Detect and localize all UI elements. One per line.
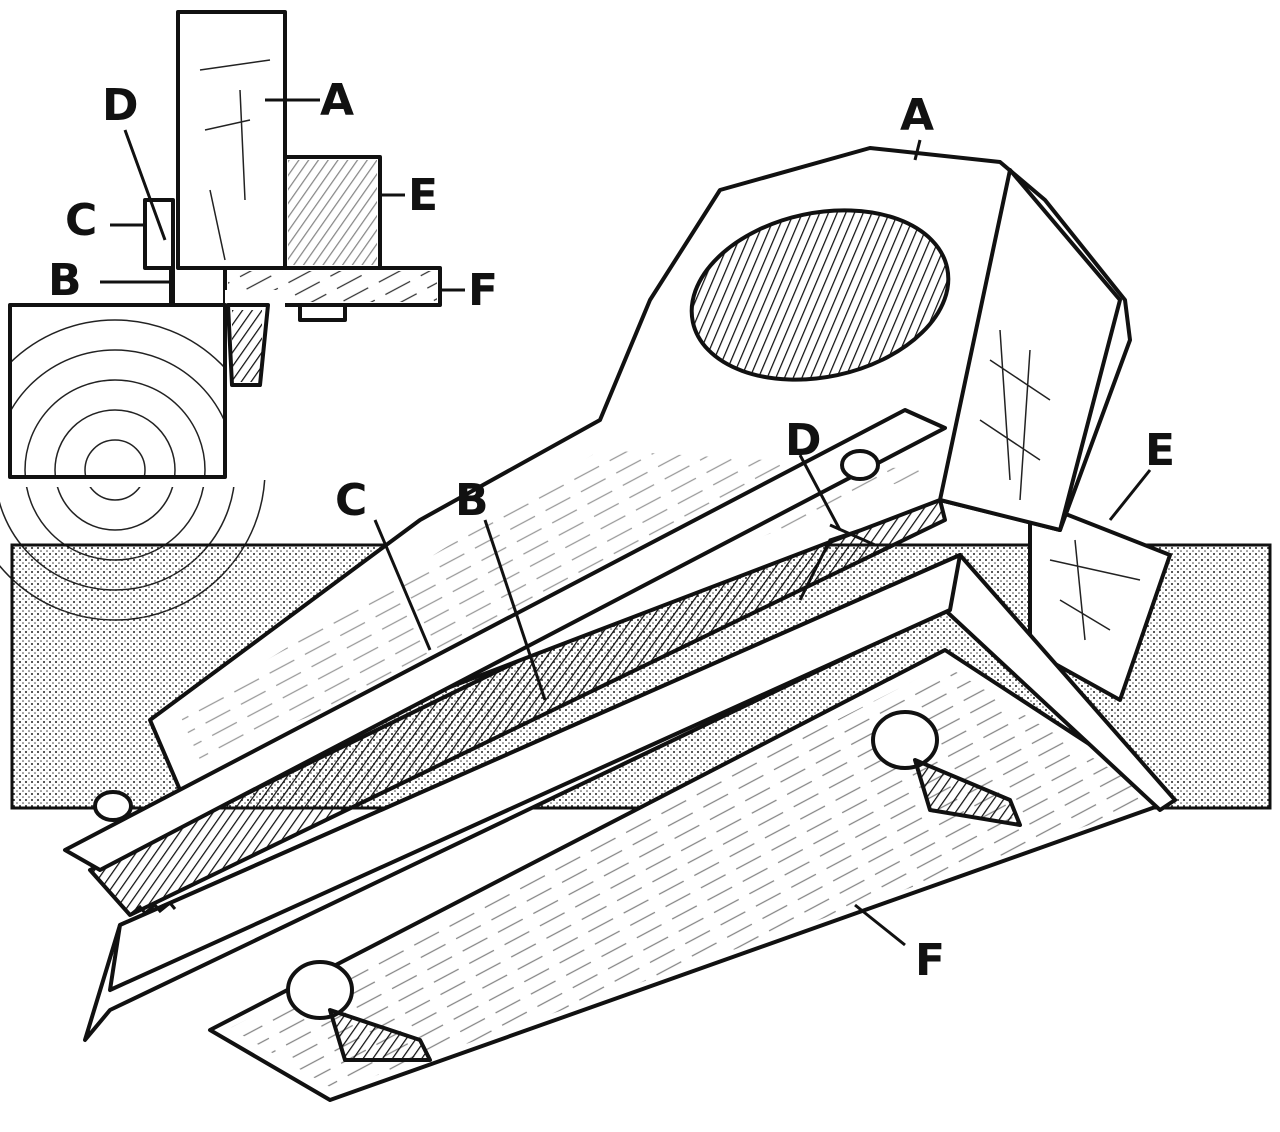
inset-label-a: A [320, 75, 354, 126]
label-d: D [785, 415, 822, 466]
bolt-slot [913, 758, 1022, 827]
inset-label-c: C [65, 195, 97, 246]
bolt-head [871, 710, 939, 770]
inset-bracket [298, 303, 347, 322]
inset-label-b: B [48, 255, 82, 306]
handle-hole [689, 208, 951, 382]
inset-work-block [8, 303, 227, 479]
main-perspective-view: A C B D E F [10, 90, 1272, 1102]
label-a: A [900, 90, 934, 141]
inset-part-a-board [176, 10, 287, 270]
screw-head [93, 790, 133, 822]
label-c: C [335, 475, 367, 526]
label-f: F [915, 935, 945, 986]
part-e-block [1028, 498, 1172, 702]
inset-label-e: E [408, 170, 438, 221]
screw-head [840, 449, 880, 481]
bolt-head [286, 960, 354, 1020]
label-e: E [1145, 425, 1175, 476]
inset-label-f: F [468, 265, 498, 316]
part-c-strip [63, 408, 947, 872]
label-b: B [455, 475, 489, 526]
inset-cross-section: A D C E B F [0, 0, 498, 621]
inset-label-d: D [102, 80, 139, 131]
bolt-slot [328, 1008, 432, 1062]
inset-part-c-strip [143, 198, 175, 270]
